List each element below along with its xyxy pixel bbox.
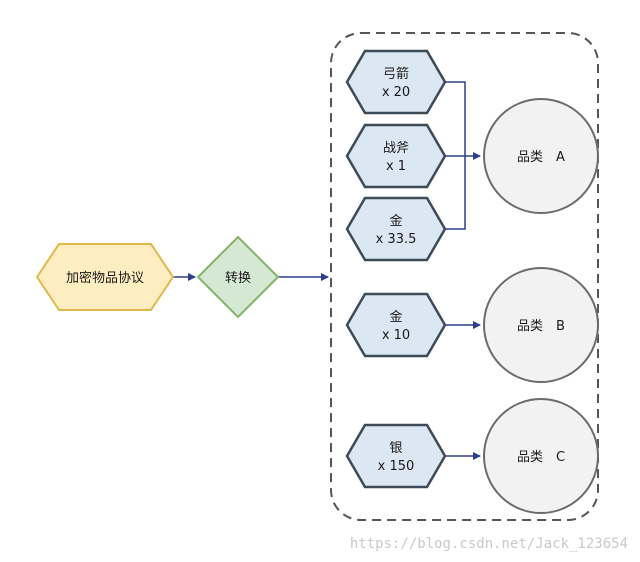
item-qty: x 10	[382, 328, 410, 343]
group-container	[330, 32, 599, 521]
item-node-4: 金 x 10	[345, 292, 447, 358]
source-node-label: 加密物品协议	[66, 270, 144, 286]
convert-node: 转换	[196, 235, 280, 319]
convert-node-label: 转换	[225, 271, 251, 286]
category-node-a: 品类 A	[483, 98, 599, 214]
item-qty: x 150	[378, 459, 415, 474]
connector-item-1-to-a	[445, 81, 466, 156]
watermark-text: https://blog.csdn.net/Jack_123654	[350, 536, 628, 552]
item-name: 弓箭	[383, 66, 409, 82]
convert-node-shape	[196, 235, 280, 319]
item-qty: x 1	[386, 159, 406, 174]
category-node-c: 品类 C	[483, 398, 599, 514]
connector-item-3-to-a	[445, 156, 466, 230]
item-qty: x 20	[382, 85, 410, 100]
category-node-b: 品类 B	[483, 267, 599, 383]
category-label: 品类 C	[517, 450, 565, 465]
item-qty: x 33.5	[376, 232, 417, 247]
item-name: 战斧	[383, 141, 409, 156]
source-node: 加密物品协议	[35, 243, 175, 311]
item-node-2: 战斧 x 1	[345, 123, 447, 189]
item-name: 金	[389, 213, 402, 229]
item-name: 银	[389, 441, 402, 456]
item-node-1: 弓箭 x 20	[345, 49, 447, 115]
item-node-3: 金 x 33.5	[345, 196, 447, 262]
source-node-shape	[35, 243, 175, 311]
item-node-5: 银 x 150	[345, 423, 447, 489]
category-label: 品类 B	[517, 319, 565, 334]
item-name: 金	[389, 309, 402, 325]
category-label: 品类 A	[517, 150, 565, 165]
connectors	[172, 81, 481, 460]
